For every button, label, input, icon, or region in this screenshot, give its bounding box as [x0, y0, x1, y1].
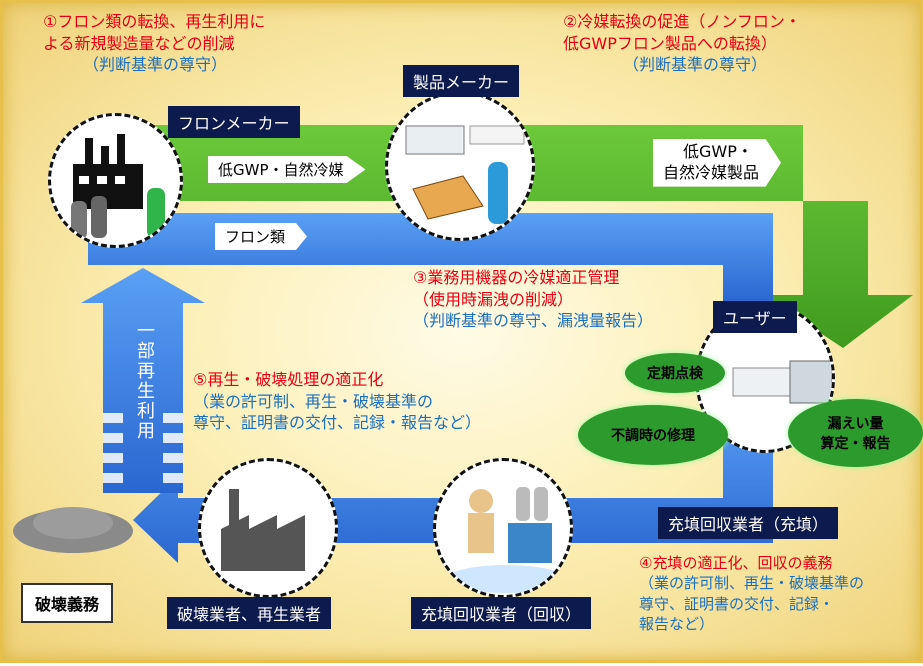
product-maker-circle: [385, 91, 535, 241]
refrigerator-icon: [732, 360, 832, 404]
tag-product: 低GWP・自然冷媒製品: [653, 139, 782, 187]
action-repair: 不調時の修理: [578, 405, 728, 465]
factory-icon: [71, 134, 165, 239]
label-filler-recover: 充填回収業者（回収）: [411, 597, 592, 629]
goal-4: ④充填の適正化、回収の義務 （業の許可制、再生・破壊基準の 尊守、証明書の交付、…: [639, 554, 865, 633]
fron-maker-circle: [48, 113, 183, 248]
label-filler-fill: 充填回収業者（充填）: [658, 507, 839, 539]
recycle-label: 一部再生利用: [134, 321, 155, 441]
destroyer-circle: [198, 458, 338, 598]
goal-3: ③業務用機器の冷媒適正管理（使用時漏洩の削減） （判断基準の尊守、漏洩量報告）: [413, 268, 654, 331]
goal-5: ⑤再生・破壊処理の適正化 （業の許可制、再生・破壊基準の 尊守、証明書の交付、記…: [193, 370, 482, 433]
tag-low-gwp: 低GWP・自然冷媒: [208, 156, 366, 183]
action-leak: 漏えい量算定・報告: [788, 399, 923, 467]
products-icon: [405, 125, 525, 224]
label-user: ユーザー: [713, 301, 797, 333]
action-inspect: 定期点検: [625, 353, 725, 393]
goal-1: ①フロン類の転換、再生利用による新規製造量などの削減 （判断基準の尊守）: [43, 12, 266, 75]
plant-icon: [221, 489, 305, 571]
goal-2: ②冷媒転換の促進（ノンフロン・低GWPフロン製品への転換） （判断基準の尊守）: [563, 12, 801, 75]
label-product-maker: 製品メーカー: [403, 65, 520, 97]
label-fron-maker: フロンメーカー: [168, 106, 300, 138]
label-destroyer: 破壊業者、再生業者: [167, 597, 332, 629]
worker-icon: [446, 487, 566, 593]
recover-circle: [433, 458, 573, 598]
tag-fron: フロン類: [215, 223, 308, 250]
destroy-duty-box: 破壊義務: [21, 583, 114, 623]
